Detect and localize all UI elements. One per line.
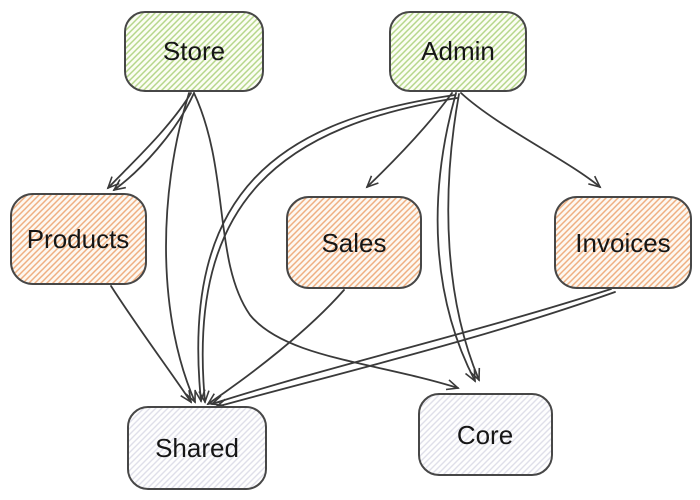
- edge-products-shared: [110, 285, 193, 404]
- edge-sales-shared: [206, 289, 345, 406]
- node-core-label: Core: [457, 420, 513, 450]
- edge-admin-core: [436, 92, 476, 383]
- edge-store-core: [193, 92, 460, 391]
- edge-invoices-shared: [210, 288, 612, 407]
- node-invoices-label: Invoices: [575, 228, 670, 258]
- edge-admin-shared: [194, 94, 456, 403]
- edge-admin-sales: [365, 92, 453, 189]
- node-admin-label: Admin: [421, 36, 495, 66]
- node-invoices[interactable]: Invoices: [554, 196, 692, 289]
- edge-store-products-2: [112, 92, 195, 192]
- node-shared[interactable]: Shared: [127, 406, 267, 490]
- node-shared-label: Shared: [155, 433, 239, 463]
- edge-store-shared: [165, 92, 196, 404]
- node-sales-label: Sales: [321, 228, 386, 258]
- node-admin[interactable]: Admin: [389, 11, 527, 92]
- node-core[interactable]: Core: [418, 393, 553, 476]
- edge-invoices-shared-2: [214, 291, 616, 410]
- edge-store-products: [106, 92, 192, 190]
- edge-admin-invoices: [460, 92, 602, 189]
- nodes: Store Admin Products Sales Invoices Shar…: [10, 11, 692, 490]
- node-products[interactable]: Products: [10, 193, 147, 285]
- edge-admin-shared-2: [198, 97, 458, 404]
- node-store-label: Store: [163, 36, 225, 66]
- edges: [106, 92, 616, 410]
- node-products-label: Products: [27, 224, 130, 254]
- node-store[interactable]: Store: [124, 11, 264, 92]
- edge-admin-core-2: [447, 93, 481, 382]
- node-sales[interactable]: Sales: [286, 196, 422, 289]
